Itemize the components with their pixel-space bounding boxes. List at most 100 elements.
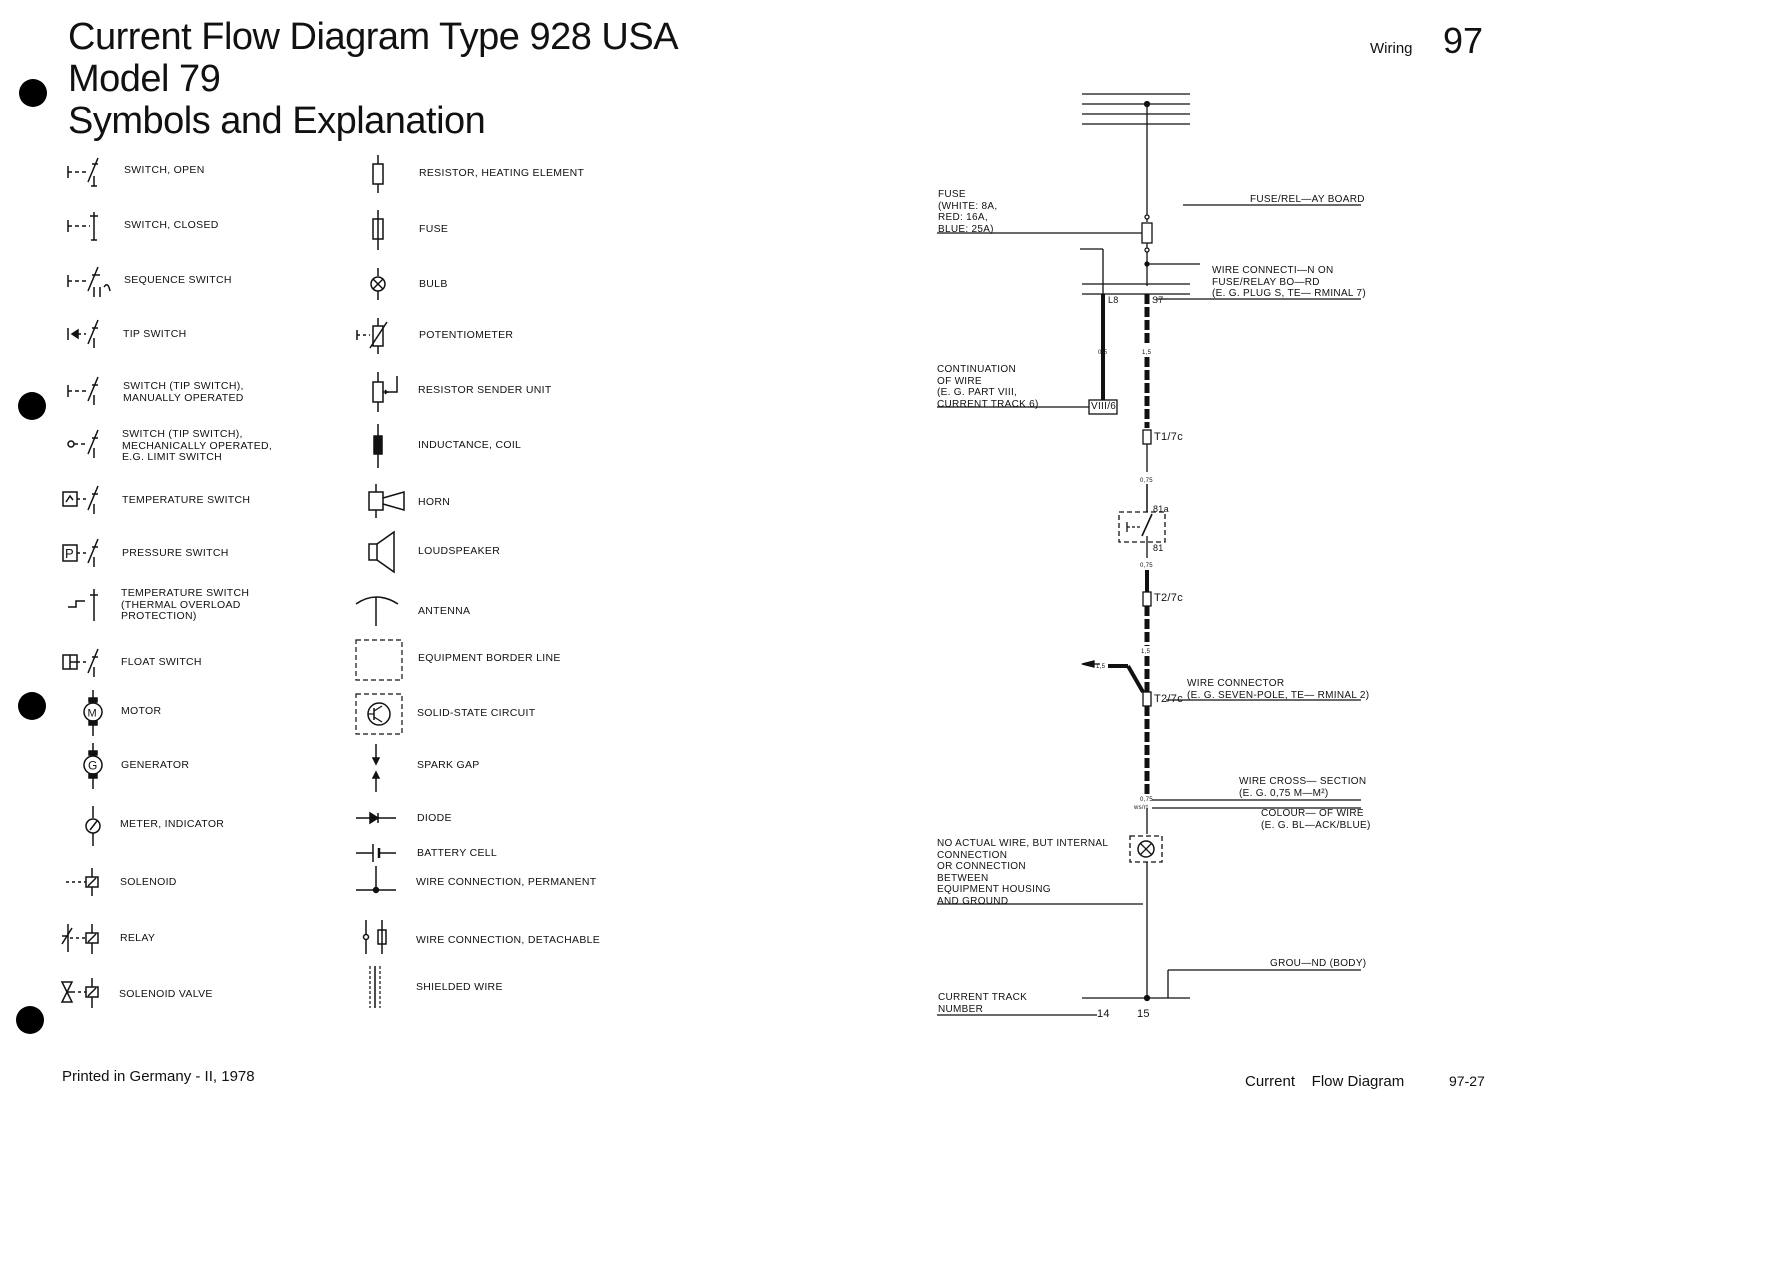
label-resistor-sender: RESISTOR SENDER UNIT bbox=[418, 384, 552, 396]
diode-icon bbox=[356, 811, 396, 825]
tip-switch-icon bbox=[67, 319, 99, 348]
resistor-sender-icon bbox=[372, 372, 398, 412]
solenoid-valve-icon bbox=[60, 978, 99, 1008]
svg-text:G: G bbox=[88, 759, 97, 773]
colour-of-wire-label: COLOUR— OF WIRE (E. G. BL—ACK/BLUE) bbox=[1261, 808, 1371, 831]
label-generator: GENERATOR bbox=[121, 759, 190, 771]
meter-icon bbox=[85, 806, 101, 846]
label-meter: METER, INDICATOR bbox=[120, 818, 225, 830]
ground-body-label: GROU—ND (BODY) bbox=[1270, 958, 1367, 969]
track-14: 14 bbox=[1097, 1008, 1110, 1020]
label-shielded-wire: SHIELDED WIRE bbox=[416, 981, 503, 993]
spark-gap-icon bbox=[371, 744, 381, 792]
binder-hole-2 bbox=[18, 392, 46, 420]
wire-size-075c: 0,75 bbox=[1140, 797, 1153, 803]
label-equipment-border: EQUIPMENT BORDER LINE bbox=[418, 652, 561, 664]
wire-connection-on-board-label: WIRE CONNECTI—N ON FUSE/RELAY BO—RD (E. … bbox=[1212, 265, 1366, 299]
label-bulb: BULB bbox=[419, 278, 448, 290]
thermal-overload-switch-icon bbox=[68, 589, 98, 621]
label-float-switch: FLOAT SWITCH bbox=[121, 656, 202, 668]
label-switch-closed: SWITCH, CLOSED bbox=[124, 219, 219, 231]
continuation-label: CONTINUATION OF WIRE (E. G. PART VIII, C… bbox=[937, 364, 1039, 410]
loudspeaker-icon bbox=[368, 530, 395, 574]
generator-icon: G bbox=[83, 743, 103, 789]
label-battery-cell: BATTERY CELL bbox=[417, 847, 498, 859]
page-number: 97 bbox=[1443, 20, 1484, 61]
float-switch-icon bbox=[62, 648, 99, 677]
label-thermal-overload-switch: TEMPERATURE SWITCH (THERMAL OVERLOAD PRO… bbox=[121, 587, 250, 622]
label-switch-open: SWITCH, OPEN bbox=[124, 164, 205, 176]
inductance-coil-icon bbox=[373, 424, 383, 468]
label-motor: MOTOR bbox=[121, 705, 162, 717]
label-wire-connection-permanent: WIRE CONNECTION, PERMANENT bbox=[416, 876, 597, 888]
wire-cross-section-label: WIRE CROSS— SECTION (E. G. 0,75 m—m²) bbox=[1239, 776, 1367, 799]
switch-81a: 81a bbox=[1153, 504, 1169, 514]
wire-size-05: 0,5 bbox=[1098, 350, 1108, 356]
fuse-icon bbox=[372, 210, 384, 250]
wire-size-15c: 1,5 bbox=[1096, 664, 1106, 670]
label-manual-tip-switch: SWITCH (TIP SWITCH), MANUALLY OPERATED bbox=[123, 380, 244, 404]
label-mechanical-switch: SWITCH (TIP SWITCH), MECHANICALLY OPERAT… bbox=[122, 428, 273, 463]
label-loudspeaker: LOUDSPEAKER bbox=[418, 545, 501, 557]
svg-text:M: M bbox=[88, 708, 97, 720]
current-track-number-label: CURRENT TRACK NUMBER bbox=[938, 992, 1028, 1015]
wire-size-15a: 1,5 bbox=[1142, 350, 1152, 356]
connector-t2b: T2/7c bbox=[1154, 693, 1184, 705]
wire-color-code: ws/rt bbox=[1134, 805, 1149, 811]
wire-connector-label: WIRE CONNECTOR (E. G. SEVEN-POLE, TE— RM… bbox=[1187, 678, 1370, 701]
wire-size-075a: 0,75 bbox=[1140, 478, 1153, 484]
sequence-switch-icon bbox=[67, 266, 111, 297]
label-diode: DIODE bbox=[417, 812, 452, 824]
terminal-s7: S7 bbox=[1152, 295, 1164, 305]
switch-open-icon bbox=[67, 157, 99, 187]
relay-icon bbox=[61, 924, 99, 954]
temperature-switch-icon bbox=[62, 485, 99, 514]
wire-connection-detachable-icon bbox=[362, 920, 387, 954]
shielded-wire-icon bbox=[369, 966, 381, 1008]
label-solid-state-circuit: SOLID-STATE CIRCUIT bbox=[417, 707, 536, 719]
switch-81: 81 bbox=[1153, 543, 1164, 553]
label-solenoid-valve: SOLENOID VALVE bbox=[119, 988, 213, 1000]
fuse-relay-board-label: FUSE/REL—AY BOARD bbox=[1250, 194, 1365, 205]
solenoid-icon bbox=[66, 868, 99, 896]
label-fuse: FUSE bbox=[419, 223, 449, 235]
section-label: Wiring bbox=[1370, 40, 1413, 57]
equipment-border-icon bbox=[355, 639, 403, 681]
solid-state-circuit-icon bbox=[355, 693, 403, 735]
binder-hole-1 bbox=[19, 79, 47, 107]
label-pressure-switch: PRESSURE SWITCH bbox=[122, 547, 229, 559]
svg-text:P: P bbox=[65, 546, 74, 561]
manual-tip-switch-icon bbox=[67, 376, 99, 405]
connector-t1: T1/7c bbox=[1154, 431, 1184, 443]
label-spark-gap: SPARK GAP bbox=[417, 759, 480, 771]
no-actual-wire-label: NO ACTUAL WIRE, BUT INTERNAL CONNECTION … bbox=[937, 838, 1109, 907]
label-sequence-switch: SEQUENCE SWITCH bbox=[124, 274, 232, 286]
motor-icon: M bbox=[83, 690, 103, 736]
label-resistor: RESISTOR, HEATING ELEMENT bbox=[419, 167, 585, 179]
title-line-3: Symbols and Explanation bbox=[68, 100, 486, 142]
title-line-2: Model 79 bbox=[68, 58, 221, 100]
bulb-icon bbox=[370, 268, 386, 300]
switch-closed-icon bbox=[67, 212, 98, 241]
track-15: 15 bbox=[1137, 1008, 1150, 1020]
label-horn: HORN bbox=[418, 496, 451, 508]
footer-doc-page: 97-27 bbox=[1449, 1073, 1485, 1089]
label-tip-switch: TIP SWITCH bbox=[123, 328, 187, 340]
antenna-icon bbox=[355, 596, 399, 626]
battery-cell-icon bbox=[356, 844, 396, 862]
label-antenna: ANTENNA bbox=[418, 605, 471, 617]
continuation-ref: VIII/6 bbox=[1091, 401, 1117, 412]
potentiometer-icon bbox=[356, 318, 388, 354]
horn-icon bbox=[368, 484, 405, 518]
printed-in-label: Printed in Germany - II, 1978 bbox=[62, 1068, 255, 1085]
mechanical-switch-icon bbox=[67, 429, 99, 458]
wire-connection-permanent-icon bbox=[356, 866, 396, 894]
resistor-icon bbox=[372, 155, 384, 193]
label-inductance-coil: INDUCTANCE, COIL bbox=[418, 439, 522, 451]
label-potentiometer: POTENTIOMETER bbox=[419, 329, 514, 341]
binder-hole-4 bbox=[16, 1006, 44, 1034]
terminal-l8: L8 bbox=[1108, 295, 1119, 305]
page-title: Current Flow Diagram Type 928 USA Model … bbox=[68, 16, 679, 142]
wire-size-075b: 0,75 bbox=[1140, 563, 1153, 569]
